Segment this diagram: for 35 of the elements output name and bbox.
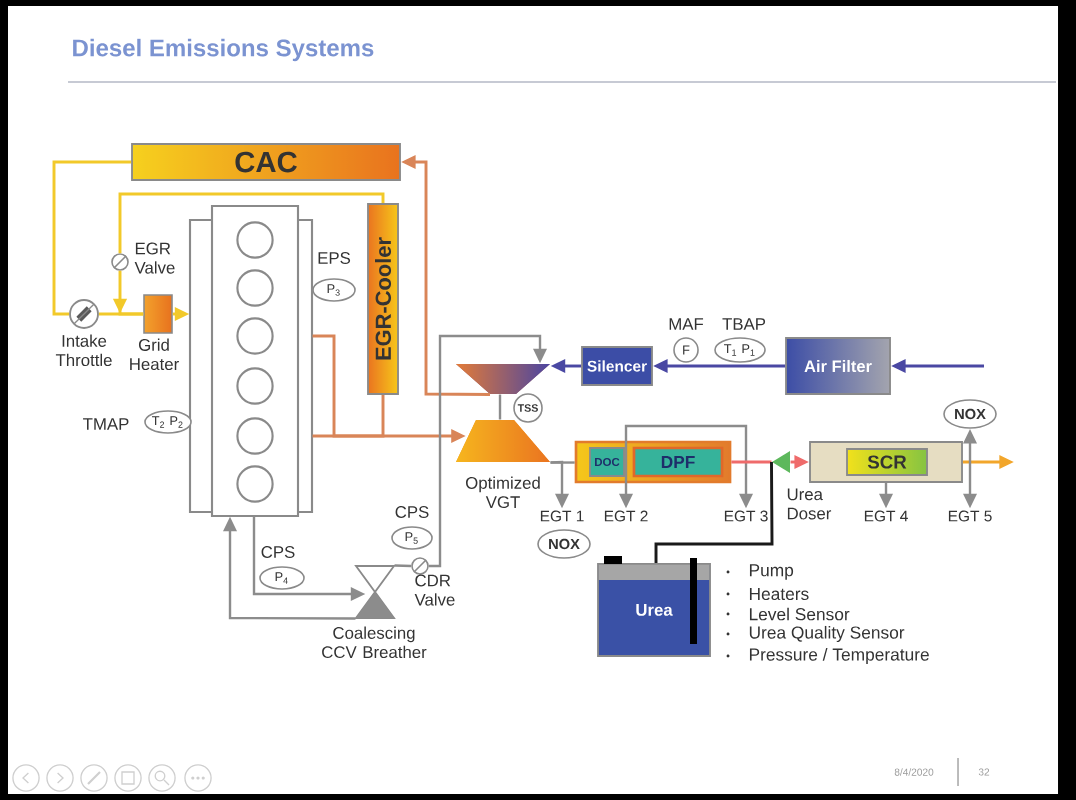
component-label: Optimized VGT	[466, 476, 540, 509]
sensor-label: TBAP	[722, 318, 766, 330]
connector-line	[52, 160, 132, 316]
sensor-label: EPS	[318, 252, 351, 264]
sensor-label: CPS	[395, 506, 429, 518]
component-box: SCR	[846, 448, 928, 476]
list-item: Level Sensor	[749, 607, 850, 621]
connector-line	[498, 394, 502, 420]
title: Diesel Emissions Systems	[73, 38, 374, 62]
list-item: Pump	[749, 564, 794, 580]
connector-line	[394, 564, 412, 568]
component-box: EGR-Cooler	[367, 203, 399, 395]
sensor-label: CPS	[261, 546, 295, 558]
connector-line	[731, 460, 772, 464]
connector-line	[118, 192, 385, 254]
component-label: CDR Valve	[414, 574, 455, 606]
connector-line	[654, 462, 774, 564]
component-box: CAC	[131, 143, 401, 181]
component-label: Urea Doser	[787, 488, 832, 520]
engine-block	[188, 204, 314, 518]
component-box: DPF	[632, 446, 724, 478]
component-label: Intake Throttle	[55, 334, 112, 367]
list-item: Heaters	[749, 587, 809, 601]
connector-line	[312, 334, 385, 438]
sensor-label: TMAP	[83, 418, 129, 430]
component-label: EGR Valve	[134, 242, 175, 274]
list-item: Pressure / Temperature	[749, 647, 929, 665]
component-box: Air Filter	[785, 337, 891, 395]
arrow	[428, 334, 548, 568]
component-label: Grid Heater	[130, 338, 179, 371]
sensor-label: MAF	[669, 318, 704, 330]
component-label: Coalescing CCV Breather	[322, 626, 427, 659]
list-item: Urea Quality Sensor	[749, 625, 905, 643]
connector-line	[550, 461, 575, 464]
urea-tank: Urea	[597, 556, 711, 657]
